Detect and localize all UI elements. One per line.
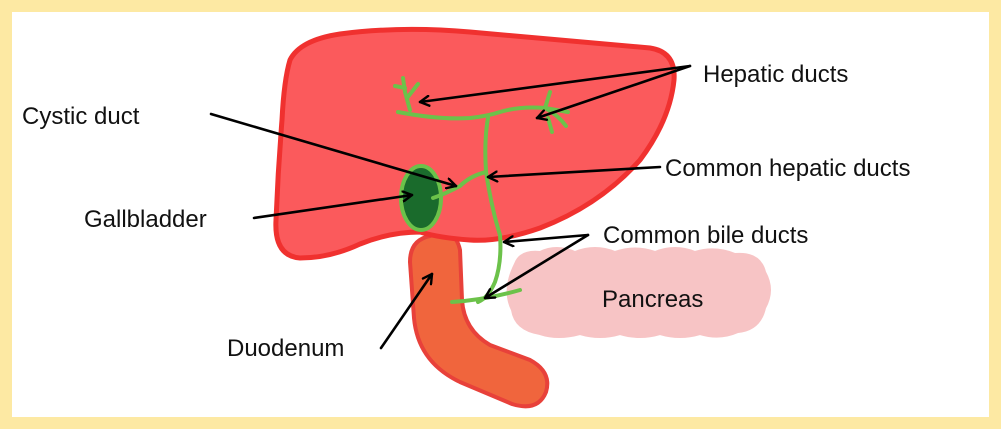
label-common-bile-ducts: Common bile ducts <box>603 222 808 249</box>
label-gallbladder: Gallbladder <box>84 206 207 233</box>
label-duodenum: Duodenum <box>227 335 344 362</box>
label-common-hepatic-ducts: Common hepatic ducts <box>665 155 910 182</box>
label-hepatic-ducts: Hepatic ducts <box>703 61 848 88</box>
label-pancreas: Pancreas <box>602 286 703 313</box>
label-cystic-duct: Cystic duct <box>22 103 140 130</box>
